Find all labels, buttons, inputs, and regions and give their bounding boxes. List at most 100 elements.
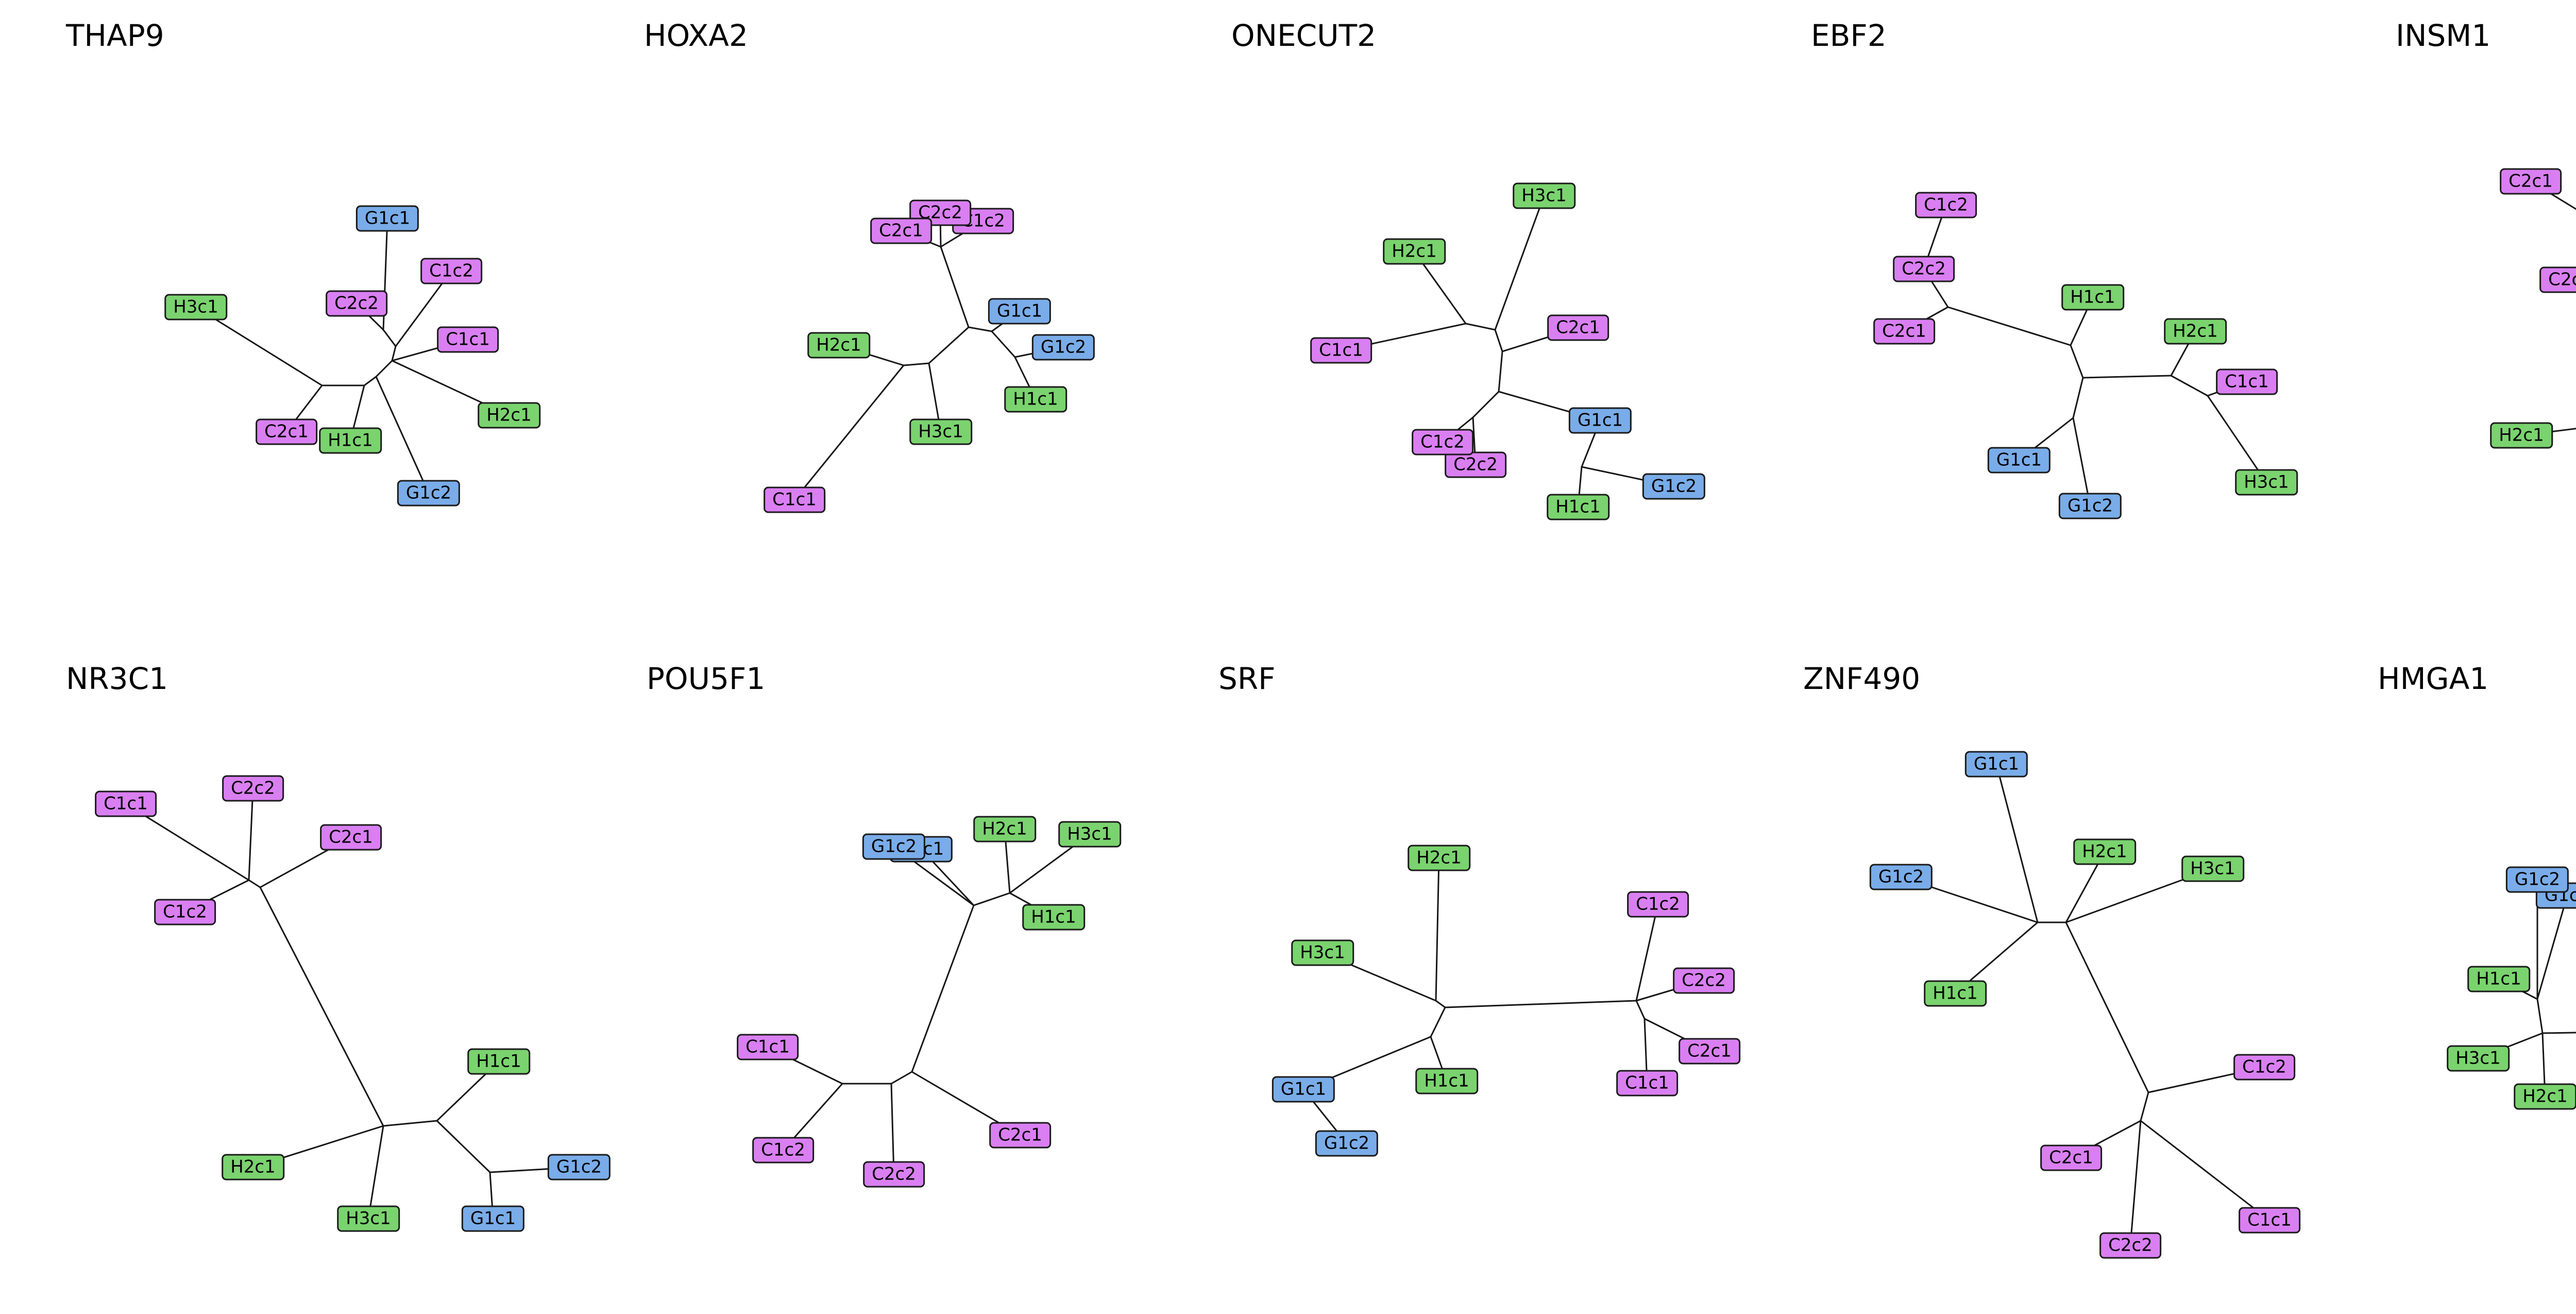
tip-label: H2c1 xyxy=(2514,1083,2576,1110)
tree-branch xyxy=(1635,903,1659,1002)
tip-label: H3c1 xyxy=(337,1205,400,1232)
tree-branch xyxy=(1947,306,2072,346)
panel-title: ONECUT2 xyxy=(1231,18,1376,53)
tree-branch xyxy=(928,326,970,364)
tip-label: C1c1 xyxy=(764,486,825,513)
tip-label: H3c1 xyxy=(2235,469,2298,496)
tip-label: C1c2 xyxy=(1412,429,1473,456)
tree-branch xyxy=(1435,857,1440,1002)
tip-label: G1c2 xyxy=(547,1154,611,1181)
tree-branch xyxy=(890,1071,913,1085)
panel-title: ZNF490 xyxy=(1803,661,1921,696)
tip-label: C1c2 xyxy=(154,899,216,925)
tip-label: H3c1 xyxy=(164,294,227,321)
tree-branch xyxy=(1498,350,1503,393)
tip-label: G1c1 xyxy=(355,205,419,232)
tip-label: H2c1 xyxy=(1383,238,1446,265)
tip-label: C2c2 xyxy=(1893,256,1955,282)
tip-label: G1c1 xyxy=(1964,751,2028,778)
tree-branch xyxy=(1435,1000,1446,1008)
tip-label: G1c1 xyxy=(1987,447,2051,474)
tip-label: H2c1 xyxy=(2073,838,2136,865)
tip-label: G1c2 xyxy=(2058,493,2122,519)
tree-branch xyxy=(391,345,397,362)
tip-label: C2c1 xyxy=(1679,1038,1740,1065)
tree-branch xyxy=(1995,763,2039,923)
tip-label: C2c1 xyxy=(2500,168,2562,195)
tip-label: G1c1 xyxy=(1272,1076,1335,1103)
tree-branch xyxy=(436,1120,491,1173)
tip-label: C2c2 xyxy=(222,775,284,802)
tree-branch xyxy=(2170,375,2209,397)
tip-label: C2c2 xyxy=(326,290,387,317)
panel-title: HMGA1 xyxy=(2378,661,2489,696)
tip-label: H3c1 xyxy=(1513,182,1575,209)
tip-label: C2c2 xyxy=(1445,451,1506,478)
tree-branch xyxy=(363,376,377,386)
tip-label: C1c1 xyxy=(437,326,499,353)
tip-label: G1c1 xyxy=(461,1205,525,1232)
tree-branch xyxy=(1444,1000,1637,1008)
panel-title: POU5F1 xyxy=(647,661,766,696)
tree-branch xyxy=(2536,895,2568,1000)
panel-title: THAP9 xyxy=(66,18,164,53)
tip-label: G1c2 xyxy=(1315,1130,1379,1157)
tip-label: C2c1 xyxy=(320,824,382,851)
tip-label: H1c1 xyxy=(1415,1068,1478,1094)
tree-branch xyxy=(911,904,975,1073)
tip-label: G1c2 xyxy=(1031,334,1095,361)
tree-branch xyxy=(1635,1000,1646,1020)
tree-branch xyxy=(1494,195,1545,331)
tip-label: C1c2 xyxy=(1627,891,1689,918)
tip-label: C2c1 xyxy=(256,418,317,445)
tip-label: C2c1 xyxy=(989,1122,1051,1149)
tip-label: C1c2 xyxy=(420,258,482,284)
tip-label: H1c1 xyxy=(1924,980,1987,1007)
tree-branch xyxy=(2207,395,2267,483)
panel-title: NR3C1 xyxy=(66,661,168,696)
tip-label: H1c1 xyxy=(2467,966,2530,992)
tip-label: C2c1 xyxy=(2040,1144,2102,1171)
tip-label: H3c1 xyxy=(2181,855,2244,882)
tip-label: C2c2 xyxy=(2539,266,2576,293)
tree-branch xyxy=(375,360,393,378)
tree-branch xyxy=(375,376,430,494)
tip-label: C1c1 xyxy=(737,1034,799,1060)
tip-label: C2c1 xyxy=(870,217,932,244)
tip-label: G1c1 xyxy=(988,298,1052,325)
tip-label: C2c1 xyxy=(1873,318,1935,345)
tip-label: H2c1 xyxy=(222,1154,284,1181)
tip-label: G1c1 xyxy=(1568,407,1632,434)
tree-branch xyxy=(382,1120,438,1127)
tip-label: C1c2 xyxy=(1915,192,1977,218)
tree-branch xyxy=(973,892,1011,906)
tree-branch xyxy=(248,787,254,881)
tree-branch xyxy=(903,362,930,366)
tip-label: H2c1 xyxy=(2164,318,2227,345)
tip-label: H3c1 xyxy=(1291,939,1354,966)
tip-label: H2c1 xyxy=(2490,422,2553,449)
tip-label: H1c1 xyxy=(1022,904,1085,931)
tip-label: C2c2 xyxy=(2099,1232,2161,1259)
tip-label: H3c1 xyxy=(1058,821,1121,848)
tree-branch xyxy=(2140,1091,2149,1122)
tip-label: H2c1 xyxy=(478,402,540,429)
tip-label: G1c2 xyxy=(862,833,926,860)
tree-branch xyxy=(2072,417,2091,507)
tip-label: G1c2 xyxy=(2505,866,2569,893)
tip-label: H2c1 xyxy=(973,816,1036,843)
panel-title: SRF xyxy=(1218,661,1276,696)
tree-branch xyxy=(1472,391,1500,418)
tip-label: C1c1 xyxy=(1310,337,1372,364)
tree-branch xyxy=(940,246,970,328)
tip-label: H2c1 xyxy=(1408,845,1470,871)
tip-label: C1c1 xyxy=(2239,1207,2300,1234)
tip-label: H2c1 xyxy=(807,332,870,359)
tree-branch xyxy=(991,330,1016,358)
tree-branch xyxy=(2140,1120,2270,1221)
tree-branch xyxy=(1494,329,1503,352)
tree-branch xyxy=(2536,998,2544,1034)
tree-branch xyxy=(2070,344,2084,379)
